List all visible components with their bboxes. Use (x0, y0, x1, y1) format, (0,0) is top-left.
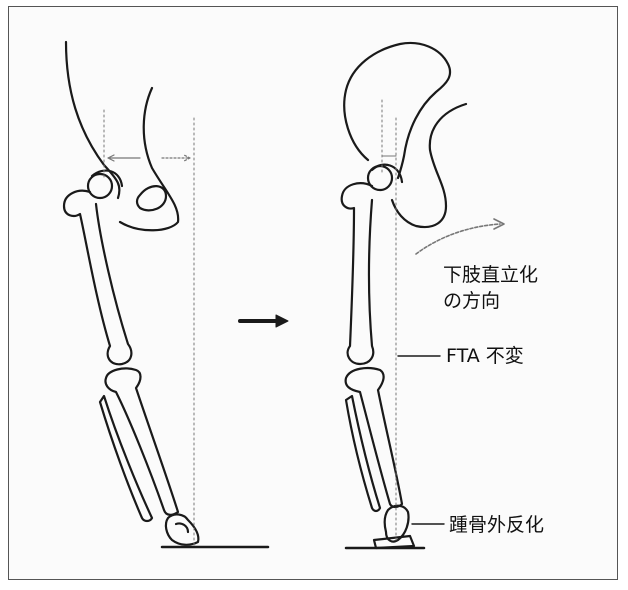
left-femoral-head (88, 174, 112, 198)
leader-lines (398, 356, 444, 524)
left-femur (64, 191, 131, 364)
left-pelvis-ilium (120, 88, 178, 230)
direction-label-line1: 下肢直立化 (443, 262, 538, 288)
arrow-right-icon (240, 315, 288, 327)
right-fibula (346, 396, 380, 511)
fta-label: FTA 不変 (446, 343, 524, 369)
direction-label: 下肢直立化 の方向 (443, 262, 538, 314)
direction-label-line2: の方向 (443, 288, 538, 314)
right-pelvis-outline (344, 43, 450, 178)
calcaneus-label: 踵骨外反化 (449, 512, 544, 538)
left-obturator (137, 186, 166, 210)
right-femur (342, 183, 374, 364)
curved-arrow-icon (416, 219, 504, 254)
right-pelvis-ilium (392, 104, 466, 227)
left-limb (64, 42, 268, 547)
